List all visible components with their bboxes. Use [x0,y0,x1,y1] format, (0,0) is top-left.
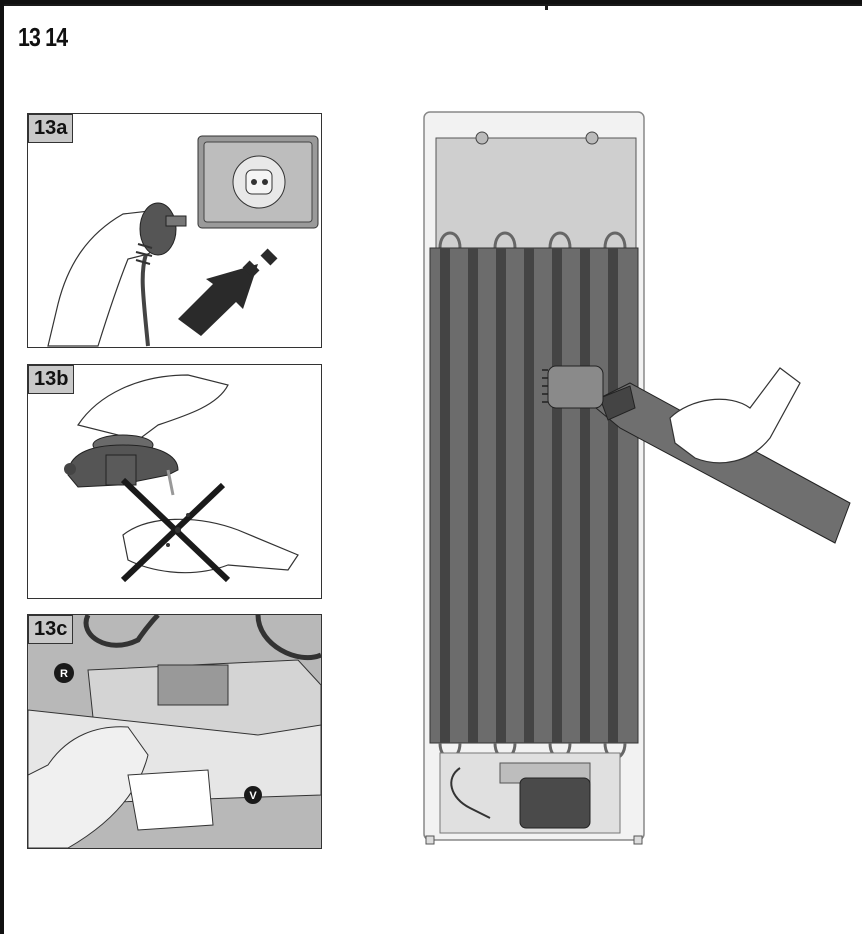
no-water-illustration [64,374,299,583]
unplug-illustration [47,135,319,347]
figure-13c: R V 13c [27,614,322,849]
figure-13b: 13b [27,364,322,599]
condenser-cleaning-illustration [423,111,851,845]
figure-label-13b: 13b [28,365,75,394]
figure-label-13c: 13c [28,615,74,644]
figure-13a: 13a [27,113,322,348]
drain-tray-illustration: R V [28,615,321,848]
figure-label-13a: 13a [28,114,74,143]
marker-r: R [60,668,68,680]
top-notch [545,0,548,10]
page-title: 13 14 [18,22,68,52]
figure-14 [420,108,858,848]
marker-v: V [249,790,257,802]
